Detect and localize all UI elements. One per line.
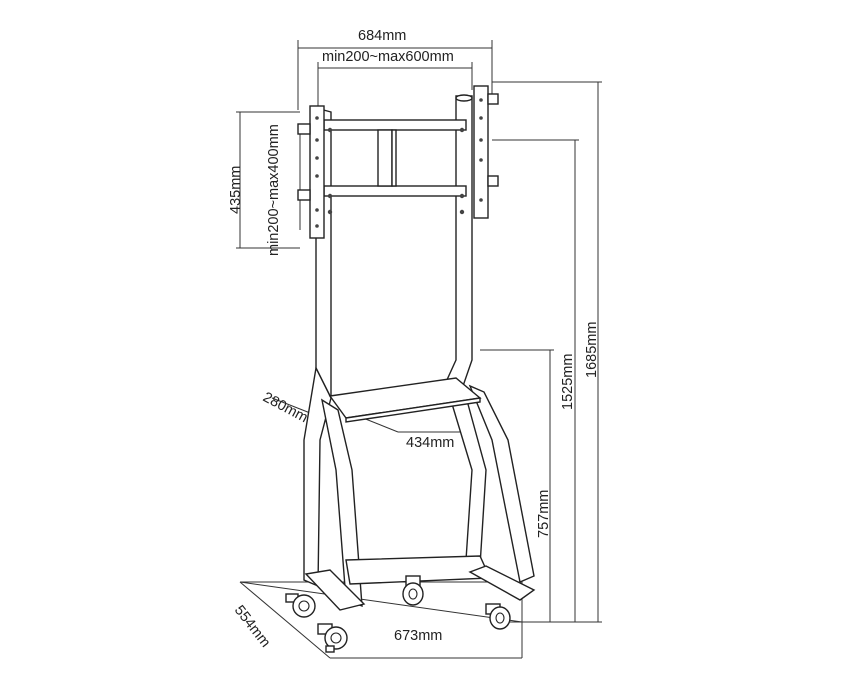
label-total-height: 1685mm <box>584 322 600 378</box>
label-shelf-depth: 280mm <box>260 389 310 426</box>
left-rear-leg <box>320 398 363 608</box>
dimension-lines <box>236 40 602 659</box>
right-post <box>445 95 473 387</box>
label-shelf-height: 757mm <box>536 490 552 538</box>
base-front-bar <box>304 569 366 611</box>
left-front-leg <box>303 365 332 588</box>
caster-rear-center <box>402 575 424 606</box>
label-vesa-vertical: min200~max400mm <box>266 124 282 256</box>
base-right-bar <box>468 565 536 601</box>
label-shelf-mount-height: 1525mm <box>560 354 576 410</box>
label-base-depth: 554mm <box>231 603 273 651</box>
caster-front-right <box>485 603 511 630</box>
tv-stand <box>285 85 536 653</box>
label-overall-width: 684mm <box>358 28 406 44</box>
label-vesa-horizontal: min200~max600mm <box>322 49 454 65</box>
caster-rear-left <box>285 593 316 618</box>
caster-front-left <box>317 623 348 653</box>
label-shelf-width: 434mm <box>406 435 454 451</box>
mounting-bracket <box>297 85 499 239</box>
label-bracket-height: 435mm <box>228 166 244 214</box>
right-front-leg <box>468 384 535 583</box>
label-base-width: 673mm <box>394 628 442 644</box>
